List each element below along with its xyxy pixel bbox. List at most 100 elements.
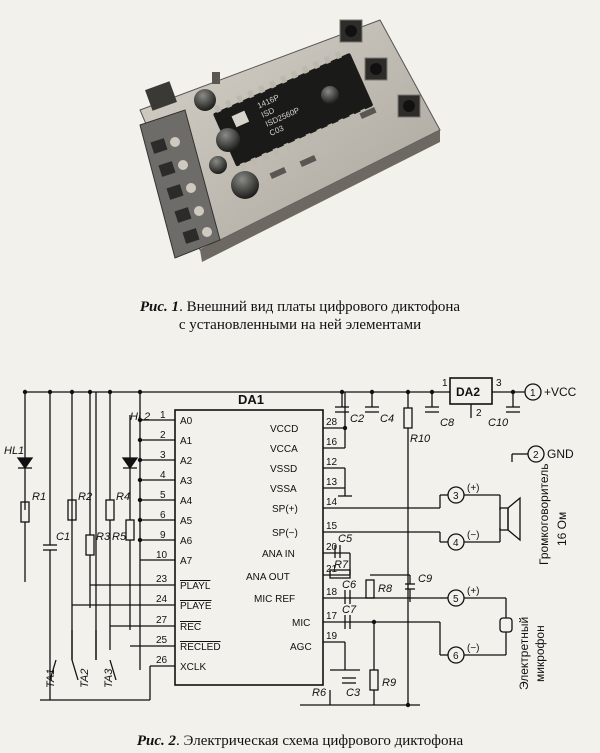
pin-num-xclk: 26 xyxy=(156,655,168,666)
pin-name-vssd: VSSD xyxy=(270,464,297,475)
pin-name-vcca: VCCA xyxy=(270,444,298,455)
terminal-6-num: 6 xyxy=(453,651,459,662)
pin-name-xclk: XCLK xyxy=(180,662,206,673)
terminal-5-label: (+) xyxy=(467,586,480,597)
pin-name-agc: AGC xyxy=(290,642,312,653)
pin-name-mic: MIC xyxy=(292,618,310,629)
pin-num-a0: 1 xyxy=(160,410,166,421)
pin-num-micref: 18 xyxy=(326,587,338,598)
pin-name-a6: A6 xyxy=(180,536,193,547)
speaker-label-2: 16 Ом xyxy=(555,512,569,546)
figure1-label: Рис. 1 xyxy=(139,299,180,315)
label-r3: R3 xyxy=(96,531,111,543)
schematic-diagram: DA1 DA2 1 3 2 1 A0 2 A1 3 A2 4 A3 5 A4 6… xyxy=(4,377,577,708)
mic-label-2: микрофон xyxy=(533,625,547,682)
figure1-caption: Рис. 1. Внешний вид платы цифрового дикт… xyxy=(0,298,600,334)
label-c8: C8 xyxy=(440,417,455,429)
pin-num-vssd: 12 xyxy=(326,457,338,468)
pin-name-recled: RECLED xyxy=(180,642,221,653)
pin-num-a1: 2 xyxy=(160,430,166,441)
pin-name-a3: A3 xyxy=(180,476,193,487)
pin-name-vssa: VSSA xyxy=(270,484,297,495)
terminal-3-label: (+) xyxy=(467,483,480,494)
figure2-caption-text: . Электрическая схема цифрового диктофон… xyxy=(176,733,464,749)
da2-pin-in: 1 xyxy=(442,378,448,389)
terminal-4-num: 4 xyxy=(453,538,459,549)
pin-num-recled: 25 xyxy=(156,635,168,646)
pin-num-a6: 9 xyxy=(160,530,166,541)
da2-label: DA2 xyxy=(456,385,480,399)
label-ta2: TA2 xyxy=(79,669,91,688)
pin-num-a5: 6 xyxy=(160,510,166,521)
label-hl2: HL2 xyxy=(130,411,150,423)
da1-body xyxy=(174,409,324,686)
pin-name-a4: A4 xyxy=(180,496,193,507)
pin-num-playe: 24 xyxy=(156,594,168,605)
mic-label-1: Электретный xyxy=(517,617,531,690)
label-r4: R4 xyxy=(116,491,130,503)
da2-pin-out: 3 xyxy=(496,378,502,389)
pin-name-a5: A5 xyxy=(180,516,193,527)
terminal-5-num: 5 xyxy=(453,594,459,605)
label-r7: R7 xyxy=(334,559,349,571)
speaker-label-1: Громкоговоритель xyxy=(537,464,551,565)
label-c10: C10 xyxy=(488,417,509,429)
pin-name-rec: REC xyxy=(180,622,201,633)
pin-num-rec: 27 xyxy=(156,615,168,626)
pin-name-a7: A7 xyxy=(180,556,193,567)
pin-num-spp: 14 xyxy=(326,497,338,508)
label-r1: R1 xyxy=(32,491,46,503)
terminal-1-num: 1 xyxy=(530,388,536,399)
pin-num-vccd: 28 xyxy=(326,417,338,428)
pin-name-playe: PLAYE xyxy=(180,601,212,612)
figure1-caption-line2: с установленными на ней элементами xyxy=(178,317,422,333)
pin-num-vcca: 16 xyxy=(326,437,338,448)
pin-num-a4: 5 xyxy=(160,490,166,501)
label-c7: C7 xyxy=(342,604,357,616)
label-r6: R6 xyxy=(312,687,327,699)
label-c6: C6 xyxy=(342,579,357,591)
label-c2: C2 xyxy=(350,413,364,425)
label-ta3: TA3 xyxy=(103,668,115,688)
label-c4: C4 xyxy=(380,413,394,425)
terminal-6-label: (−) xyxy=(467,643,480,654)
pin-num-agc: 19 xyxy=(326,631,338,642)
label-r9: R9 xyxy=(382,677,396,689)
terminal-2-num: 2 xyxy=(533,450,539,461)
board-photo: 1416P ISD ISD2560P C03 xyxy=(139,19,441,262)
pin-num-spm: 15 xyxy=(326,521,338,532)
pin-num-vssa: 13 xyxy=(326,477,338,488)
electrolytic-capacitors xyxy=(194,86,339,199)
terminal-3-num: 3 xyxy=(453,491,459,502)
pin-name-micref: MIC REF xyxy=(254,594,295,605)
label-r5: R5 xyxy=(112,531,127,543)
terminal-block xyxy=(139,109,221,259)
label-r2: R2 xyxy=(78,491,92,503)
pin-name-vccd: VCCD xyxy=(270,424,298,435)
figure2-caption: Рис. 2. Электрическая схема цифрового ди… xyxy=(0,732,600,750)
label-c9: C9 xyxy=(418,573,432,585)
label-c3: C3 xyxy=(346,687,361,699)
pin-name-a0: A0 xyxy=(180,416,193,427)
pin-name-anain: ANA IN xyxy=(262,549,295,560)
pin-num-mic: 17 xyxy=(326,611,338,622)
pin-name-spp: SP(+) xyxy=(272,504,298,515)
label-r10: R10 xyxy=(410,433,431,445)
pin-num-a3: 4 xyxy=(160,470,166,481)
pin-num-a7: 10 xyxy=(156,550,168,561)
pin-name-a2: A2 xyxy=(180,456,193,467)
da1-label: DA1 xyxy=(238,392,264,407)
figure2-label: Рис. 2 xyxy=(136,733,177,749)
pin-num-playl: 23 xyxy=(156,574,168,585)
terminal-4-label: (−) xyxy=(467,530,480,541)
da2-pin-gnd: 2 xyxy=(476,408,482,419)
label-r8: R8 xyxy=(378,583,393,595)
label-hl1: HL1 xyxy=(4,445,24,457)
pin-name-spm: SP(−) xyxy=(272,528,298,539)
label-c5: C5 xyxy=(338,533,353,545)
pin-num-a2: 3 xyxy=(160,450,166,461)
terminal-2-label: GND xyxy=(547,447,574,461)
label-ta1: TA1 xyxy=(45,669,57,688)
figure1-caption-line1: . Внешний вид платы цифрового диктофона xyxy=(179,299,461,315)
tact-buttons xyxy=(339,19,421,118)
